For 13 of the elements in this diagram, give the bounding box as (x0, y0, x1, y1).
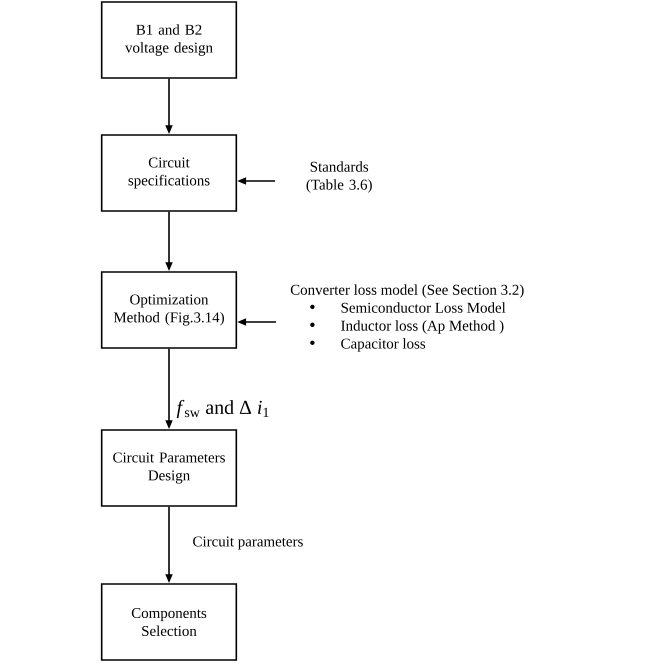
edge-label: Circuit parameters (193, 536, 303, 550)
node-label: Inductor loss (Ap Method ) (341, 320, 504, 334)
process-box: Components Selection (100, 583, 238, 661)
node-label: Semiconductor Loss Model (342, 302, 506, 313)
input-list: Converter loss model (See Section 3.2) Semiconductor Loss Model Inductor loss (Ap Method ) Capacitor loss (290, 284, 524, 352)
process-box: Optimization Method (Fig.3.14) (100, 271, 238, 349)
node-label: Converter loss model (See Section 3.2) (290, 284, 524, 298)
process-box: Circuit specifications (100, 134, 238, 212)
process-box: Circuit Parameters Design (100, 429, 238, 507)
node-label: Capacitor loss (341, 338, 426, 352)
process-box: B1 and B2 voltage design (100, 1, 238, 79)
input-note: Standards (Table 3.6) (306, 161, 372, 193)
edge-label: f$_{sw}$ and Δ i$_{1}$ (176, 400, 269, 418)
